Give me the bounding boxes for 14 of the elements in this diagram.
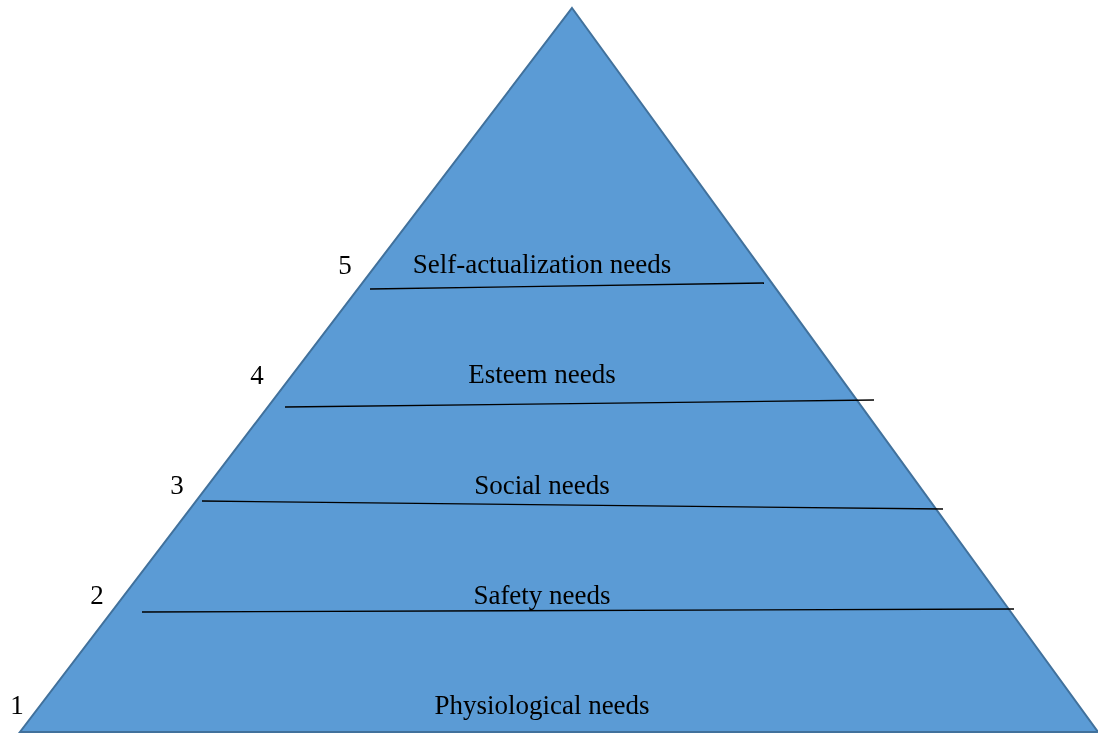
level-number: 3 <box>170 471 184 501</box>
pyramid-level <box>20 610 1098 732</box>
level-label: Safety needs <box>473 581 611 611</box>
level-label: Social needs <box>474 471 610 501</box>
pyramid-level <box>359 8 775 287</box>
level-label: Self-actualization needs <box>412 250 672 280</box>
level-number: 1 <box>10 691 24 721</box>
level-number: 4 <box>250 361 264 391</box>
level-number: 5 <box>338 251 352 281</box>
level-number: 2 <box>90 581 104 611</box>
level-label: Physiological needs <box>434 691 650 721</box>
level-label: Esteem needs <box>468 360 616 390</box>
pyramid-level <box>269 287 861 405</box>
pyramid-level <box>192 405 934 506</box>
